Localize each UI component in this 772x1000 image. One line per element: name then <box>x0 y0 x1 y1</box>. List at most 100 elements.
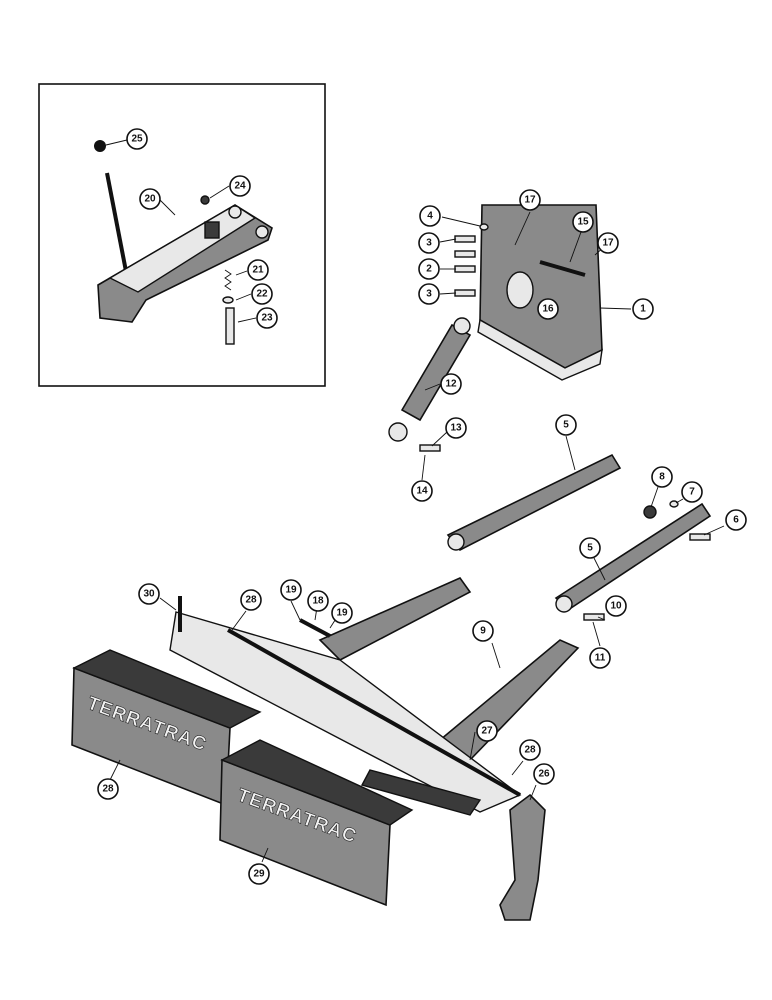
callout-13: 13 <box>445 417 467 439</box>
svg-text:16: 16 <box>542 304 554 315</box>
svg-text:27: 27 <box>481 726 493 737</box>
svg-text:29: 29 <box>253 869 265 880</box>
callout-1: 1 <box>632 298 654 320</box>
callout-22: 22 <box>251 283 273 305</box>
callout-17-top: 17 <box>519 189 541 211</box>
svg-text:10: 10 <box>610 601 622 612</box>
svg-text:22: 22 <box>256 289 268 300</box>
callout-3-bottom: 3 <box>418 283 440 305</box>
upper-link <box>446 453 622 552</box>
svg-text:7: 7 <box>689 487 695 498</box>
svg-text:8: 8 <box>659 472 665 483</box>
svg-text:24: 24 <box>234 181 246 192</box>
callout-30: 30 <box>138 583 160 605</box>
callout-19-right: 19 <box>331 602 353 624</box>
callout-29: 29 <box>248 863 270 885</box>
svg-text:28: 28 <box>524 745 536 756</box>
washer-22 <box>222 296 234 304</box>
svg-text:4: 4 <box>427 211 433 222</box>
callout-17-right: 17 <box>597 232 619 254</box>
mounting-bracket <box>477 204 603 381</box>
leader-lines <box>105 139 725 863</box>
svg-text:1: 1 <box>640 304 646 315</box>
callout-25: 25 <box>126 128 148 150</box>
counterweight-left: TERRATRAC <box>71 649 262 807</box>
svg-text:11: 11 <box>595 653 606 664</box>
callout-15: 15 <box>572 211 594 233</box>
pin-18 <box>299 618 331 638</box>
svg-text:19: 19 <box>285 585 297 596</box>
pin-15 <box>539 260 586 277</box>
callout-3-top: 3 <box>418 232 440 254</box>
svg-text:9: 9 <box>480 626 486 637</box>
svg-text:3: 3 <box>426 289 432 300</box>
lever-boss <box>204 221 220 239</box>
inset-frame <box>38 83 326 387</box>
counterweight-right: TERRATRAC <box>219 739 414 907</box>
callout-24: 24 <box>229 175 251 197</box>
callout-20: 20 <box>139 188 161 210</box>
svg-text:3: 3 <box>426 238 432 249</box>
svg-text:14: 14 <box>416 486 428 497</box>
callout-18: 18 <box>307 590 329 612</box>
svg-text:20: 20 <box>144 194 156 205</box>
cylinder-body <box>400 323 472 422</box>
callout-10: 10 <box>605 595 627 617</box>
hydraulic-cylinder <box>388 317 472 442</box>
svg-text:17: 17 <box>524 195 536 206</box>
callout-11: 11 <box>589 647 611 669</box>
lever-assembly <box>94 140 273 345</box>
svg-text:21: 21 <box>252 265 264 276</box>
frame-arm-lower <box>438 639 580 762</box>
svg-text:12: 12 <box>445 379 457 390</box>
tooth-26 <box>499 793 546 921</box>
svg-text:13: 13 <box>450 423 462 434</box>
callout-8: 8 <box>651 466 673 488</box>
spring-21 <box>224 269 232 291</box>
callout-5-top: 5 <box>555 414 577 436</box>
svg-text:2: 2 <box>426 264 432 275</box>
pin-10 <box>583 613 605 621</box>
callout-28-top: 28 <box>240 589 262 611</box>
callout-6: 6 <box>725 509 747 531</box>
knob <box>94 140 106 152</box>
callout-9: 9 <box>472 620 494 642</box>
pin-13 <box>419 444 441 452</box>
bracket-base <box>477 318 603 381</box>
callout-5-bottom: 5 <box>579 537 601 559</box>
main-frame <box>169 577 580 816</box>
svg-text:25: 25 <box>131 134 143 145</box>
callout-21: 21 <box>247 259 269 281</box>
callout-27: 27 <box>476 720 498 742</box>
svg-text:5: 5 <box>587 543 593 554</box>
svg-text:30: 30 <box>143 589 155 600</box>
frame-arm-upper <box>318 577 472 661</box>
nut-24 <box>200 195 210 205</box>
callout-19-left: 19 <box>280 579 302 601</box>
bolt-23 <box>225 307 235 345</box>
frame-plate <box>169 611 522 813</box>
callout-2: 2 <box>418 258 440 280</box>
callout-28-right: 28 <box>519 739 541 761</box>
callout-16: 16 <box>537 298 559 320</box>
svg-text:15: 15 <box>577 217 589 228</box>
callout-23: 23 <box>256 307 278 329</box>
svg-text:18: 18 <box>312 596 324 607</box>
svg-text:6: 6 <box>733 515 739 526</box>
callout-28-bottom: 28 <box>97 778 119 800</box>
nut-8 <box>643 505 657 519</box>
washer-7 <box>669 500 679 508</box>
callout-14: 14 <box>411 480 433 502</box>
svg-text:28: 28 <box>245 595 257 606</box>
svg-text:5: 5 <box>563 420 569 431</box>
callout-7: 7 <box>681 481 703 503</box>
svg-text:28: 28 <box>102 784 114 795</box>
rod-28 <box>227 628 521 797</box>
svg-text:26: 26 <box>538 769 550 780</box>
svg-text:17: 17 <box>602 238 614 249</box>
callout-26: 26 <box>533 763 555 785</box>
bolt-6 <box>689 533 711 541</box>
svg-text:19: 19 <box>336 608 348 619</box>
svg-text:23: 23 <box>261 313 273 324</box>
